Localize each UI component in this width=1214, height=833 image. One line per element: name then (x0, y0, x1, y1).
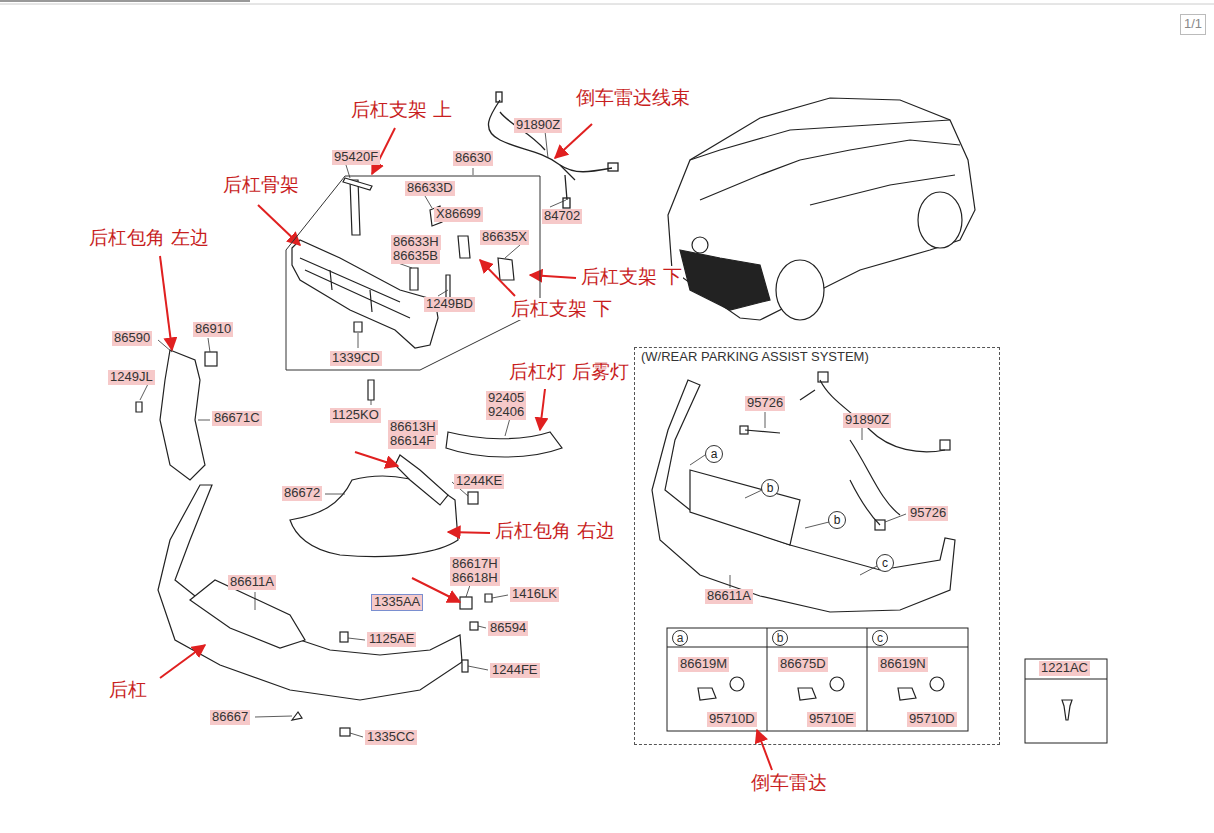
table-cell: b 86675D 95710E (768, 629, 868, 732)
annotation: 后杠 (108, 679, 148, 701)
callout-number: 91890Z (843, 413, 891, 428)
callout-number: 86590 (112, 331, 152, 346)
circle-letter: b (772, 630, 788, 646)
callout-number: 86611A (228, 575, 276, 590)
annotation: 倒车雷达线束 (575, 87, 691, 109)
callout-number: 86672 (282, 486, 322, 501)
callout-number: 86633D (405, 181, 455, 196)
callout-number: 86910 (193, 322, 233, 337)
callout-number: 1335AA (372, 595, 422, 610)
group-outline: 86630 (285, 175, 541, 371)
circle-letter: a (672, 630, 688, 646)
part-number: 86675D (778, 657, 828, 672)
callout-number: 1244KE (454, 474, 504, 489)
callout-number: 92406 (486, 405, 526, 420)
callout-number: 1416LK (510, 587, 559, 602)
annotation: 倒车雷达 (750, 772, 828, 794)
callout-number: 86618H (450, 571, 500, 586)
callout-number: 92405 (486, 391, 526, 406)
part-box: 1221AC (1025, 659, 1107, 743)
callout-number: 84702 (542, 209, 582, 224)
callout-number: 1125AE (367, 632, 416, 647)
callout-number: 1244FE (490, 663, 540, 678)
circle-letter: b (761, 479, 779, 497)
callout-number: 86614F (388, 434, 436, 449)
part-number: 95710E (807, 712, 856, 727)
part-number: 86630 (453, 151, 493, 166)
callout-number: 86617H (450, 557, 500, 572)
callout-number: 86635X (480, 230, 529, 245)
callout-number: 95726 (745, 396, 785, 411)
circle-letter: b (828, 511, 846, 529)
circle-letter: a (705, 445, 723, 463)
callout-number: 1339CD (330, 351, 382, 366)
table-cell: a 86619M 95710D (668, 629, 768, 732)
part-number: 86619N (878, 657, 928, 672)
callout-number: 86594 (488, 621, 528, 636)
part-number: 86619M (678, 657, 729, 672)
annotation: 后杠支架 下 (510, 298, 613, 320)
annotation: 后杠包角 右边 (494, 520, 616, 542)
part-number: 1221AC (1039, 661, 1090, 676)
annotation: 后杠支架 下 (580, 266, 683, 288)
callout-number: 95420F (332, 150, 380, 165)
callout-number: 86635B (391, 249, 440, 264)
callout-number: 1249JL (108, 370, 155, 385)
callout-number: 86611A (705, 589, 753, 604)
annotation: 后杠骨架 (222, 174, 300, 196)
annotation: 后杠支架 上 (350, 99, 453, 121)
callout-number: 91890Z (514, 118, 562, 133)
callout-number: 1335CC (365, 730, 417, 745)
callout-number: 86613H (388, 420, 438, 435)
circle-letter: c (876, 554, 894, 572)
table-cell: c 86619N 95710D (868, 629, 968, 732)
callout-number: 95726 (908, 506, 948, 521)
callout-number: 86671C (212, 411, 262, 426)
callout-number: 86667 (210, 710, 250, 725)
annotation: 后杠包角 左边 (88, 227, 210, 249)
part-number: 95710D (707, 712, 757, 727)
annotation: 后杠灯 后雾灯 (508, 361, 630, 383)
callout-number: 1125KO (330, 408, 381, 423)
option-title: (W/REAR PARKING ASSIST SYSTEM) (641, 350, 869, 365)
circle-letter: c (872, 630, 888, 646)
callout-number: 1249BD (424, 297, 475, 312)
group-outline-shape (285, 175, 541, 371)
part-number: 95710D (907, 712, 957, 727)
callout-number: 86633H (391, 235, 441, 250)
option-box: (W/REAR PARKING ASSIST SYSTEM) a 86619M 957… (634, 347, 1000, 745)
page-number: 1/1 (1180, 14, 1206, 35)
callout-number: X86699 (434, 207, 483, 222)
